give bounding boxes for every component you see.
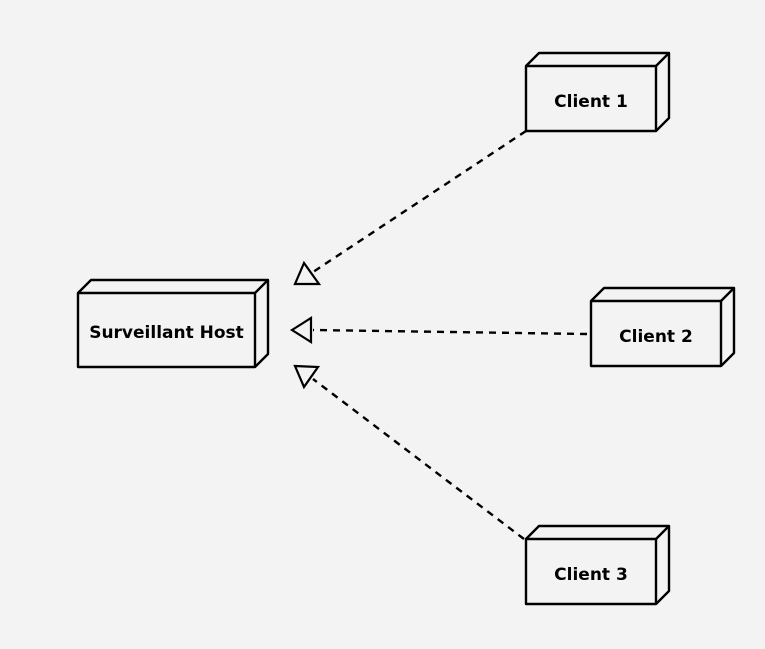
- hollow-arrowhead-icon: [293, 260, 322, 286]
- node-label-client-2: Client 2: [619, 327, 693, 347]
- node-label-client-3: Client 3: [554, 565, 628, 585]
- node-surveillant-host[interactable]: Surveillant Host: [76, 278, 270, 369]
- dependency-edge-client-1: [293, 129, 527, 286]
- dependency-edge-client-2: [289, 316, 588, 344]
- hollow-arrowhead-icon: [289, 316, 313, 344]
- dependency-line: [312, 378, 525, 540]
- dependency-line: [312, 328, 588, 336]
- node-label-surveillant-host: Surveillant Host: [89, 323, 244, 343]
- node-client-3[interactable]: Client 3: [524, 524, 671, 606]
- node-client-2[interactable]: Client 2: [589, 286, 736, 368]
- dependency-edge-client-3: [293, 364, 525, 540]
- dependency-line: [312, 129, 527, 274]
- node-client-1[interactable]: Client 1: [524, 51, 671, 133]
- node-label-client-1: Client 1: [554, 92, 628, 112]
- hollow-arrowhead-icon: [293, 364, 321, 390]
